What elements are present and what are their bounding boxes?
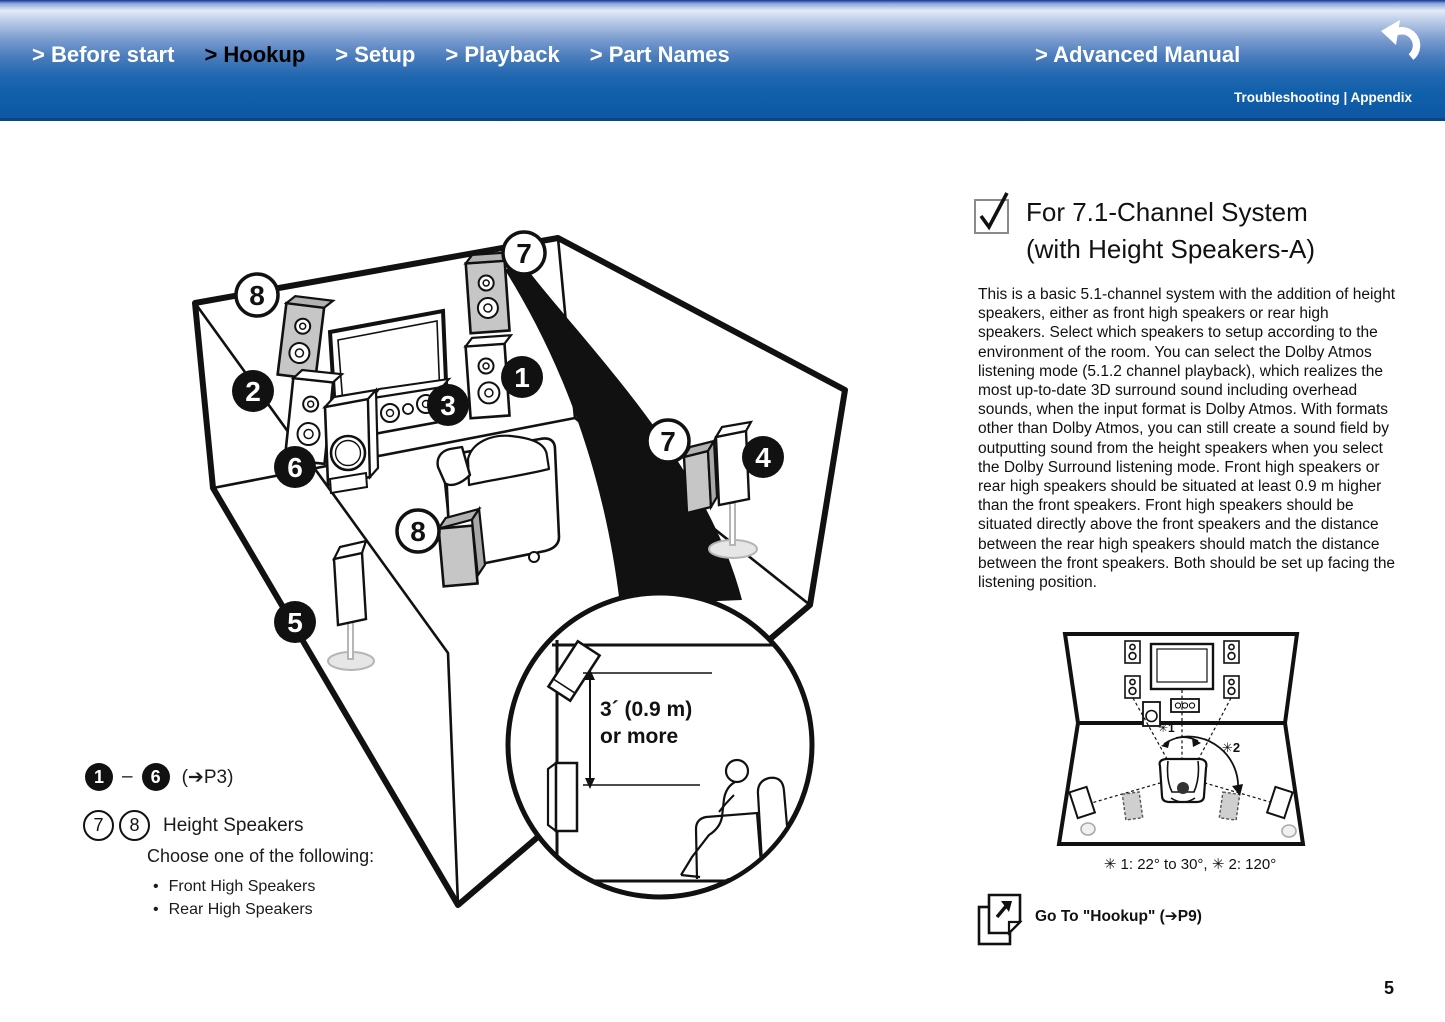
svg-text:7: 7 [660, 426, 676, 457]
detail-note-line2: or more [600, 725, 678, 748]
go-to-page-icon [977, 893, 1023, 946]
legend-option-rear-high: Rear High Speakers [153, 901, 313, 919]
center-speaker [369, 377, 452, 436]
room-speaker-layout-diagram: 3´ (0.9 m) or more 7 8 1 2 3 6 7 4 8 [192, 230, 848, 908]
legend-page-ref[interactable]: (➔P3) [181, 766, 234, 788]
label-7-front: 7 [501, 230, 547, 276]
rear-high-left-speaker [436, 505, 487, 588]
legend-num-8: 8 [119, 810, 150, 841]
legend-num-6: 6 [141, 763, 170, 791]
label-8-rear: 8 [395, 508, 441, 554]
legend-num-7: 7 [83, 810, 114, 841]
svg-text:8: 8 [249, 280, 265, 311]
mini-angle-arcs [1161, 735, 1243, 796]
nav-playback[interactable]: > Playback [445, 42, 560, 67]
surround-left-speaker [327, 539, 375, 671]
front-high-right-speaker [463, 250, 514, 335]
nav-part-names[interactable]: > Part Names [589, 42, 730, 67]
legend-choose-label: Choose one of the following: [147, 846, 375, 866]
section-title-line2: (with Height Speakers-A) [1026, 234, 1315, 264]
nav-before-start[interactable]: > Before start [32, 42, 175, 67]
main-nav: > Before start > Hookup > Setup > Playba… [32, 42, 730, 68]
detail-note-line1: 3´ (0.9 m) [600, 698, 692, 721]
section-body-text: This is a basic 5.1-channel system with … [978, 286, 1396, 592]
angle-caption: ✳ 1: 22° to 30°, ✳ 2: 120° [1103, 856, 1277, 873]
label-4: 4 [742, 436, 784, 478]
legend-speakers-1-6: 1 – 6 (➔P3) [85, 763, 233, 791]
legend-height-speakers: 7 8 Height Speakers [83, 810, 303, 841]
mini-listener [1158, 757, 1208, 804]
checkbox-checked-icon [974, 192, 1009, 234]
speaker-number-labels: 7 8 1 2 3 6 7 4 8 5 [232, 230, 784, 643]
mini-angle2-label: ✳2 [1222, 740, 1240, 755]
sub-nav-links[interactable]: Troubleshooting | Appendix [1233, 90, 1412, 105]
legend-dash: – [122, 766, 133, 787]
surround-right-speaker [708, 420, 758, 559]
goto-hookup-label: Go To "Hookup" (➔P9) [1035, 908, 1202, 925]
svg-text:4: 4 [755, 442, 771, 473]
svg-text:7: 7 [516, 238, 532, 269]
nav-advanced-manual[interactable]: > Advanced Manual [1035, 42, 1241, 67]
svg-text:1: 1 [514, 362, 530, 393]
subwoofer [322, 387, 380, 495]
label-2: 2 [232, 370, 274, 412]
mini-surround-speakers [1068, 785, 1297, 838]
svg-text:2: 2 [245, 376, 261, 407]
zoom-swoosh [505, 261, 742, 605]
rear-high-right-speaker [681, 437, 719, 515]
label-8-front: 8 [234, 272, 280, 318]
mini-front-high-speakers [1124, 640, 1240, 699]
label-5: 5 [274, 601, 316, 643]
undo-back-arrow-icon[interactable] [1378, 18, 1426, 64]
legend-height-label: Height Speakers [163, 814, 304, 836]
nav-setup[interactable]: > Setup [335, 42, 416, 67]
top-nav-bar: > Before start > Hookup > Setup > Playba… [0, 0, 1445, 121]
page-number: 5 [1384, 978, 1395, 998]
nav-hookup[interactable]: > Hookup [204, 42, 306, 67]
label-1: 1 [501, 356, 543, 398]
speaker-angle-diagram: ✳1 ✳2 [1056, 632, 1306, 846]
label-3: 3 [427, 384, 469, 426]
section-title: For 7.1-Channel System (with Height Spea… [1026, 194, 1426, 268]
legend-option-front-high: Front High Speakers [153, 878, 316, 896]
svg-text:8: 8 [410, 516, 426, 547]
svg-text:5: 5 [287, 607, 303, 638]
front-high-left-speaker [276, 294, 336, 381]
svg-text:6: 6 [287, 452, 303, 483]
section-title-line1: For 7.1-Channel System [1026, 197, 1308, 227]
goto-hookup-link[interactable]: Go To "Hookup" (➔P9) [975, 891, 1202, 947]
height-detail-zoom-circle: 3´ (0.9 m) or more [505, 590, 815, 900]
label-6: 6 [274, 446, 316, 488]
mini-angle1-label: ✳1 [1158, 721, 1175, 735]
svg-text:3: 3 [440, 390, 456, 421]
front-right-speaker [463, 333, 514, 420]
legend-num-1: 1 [85, 763, 113, 791]
label-7-rear: 7 [645, 418, 691, 464]
